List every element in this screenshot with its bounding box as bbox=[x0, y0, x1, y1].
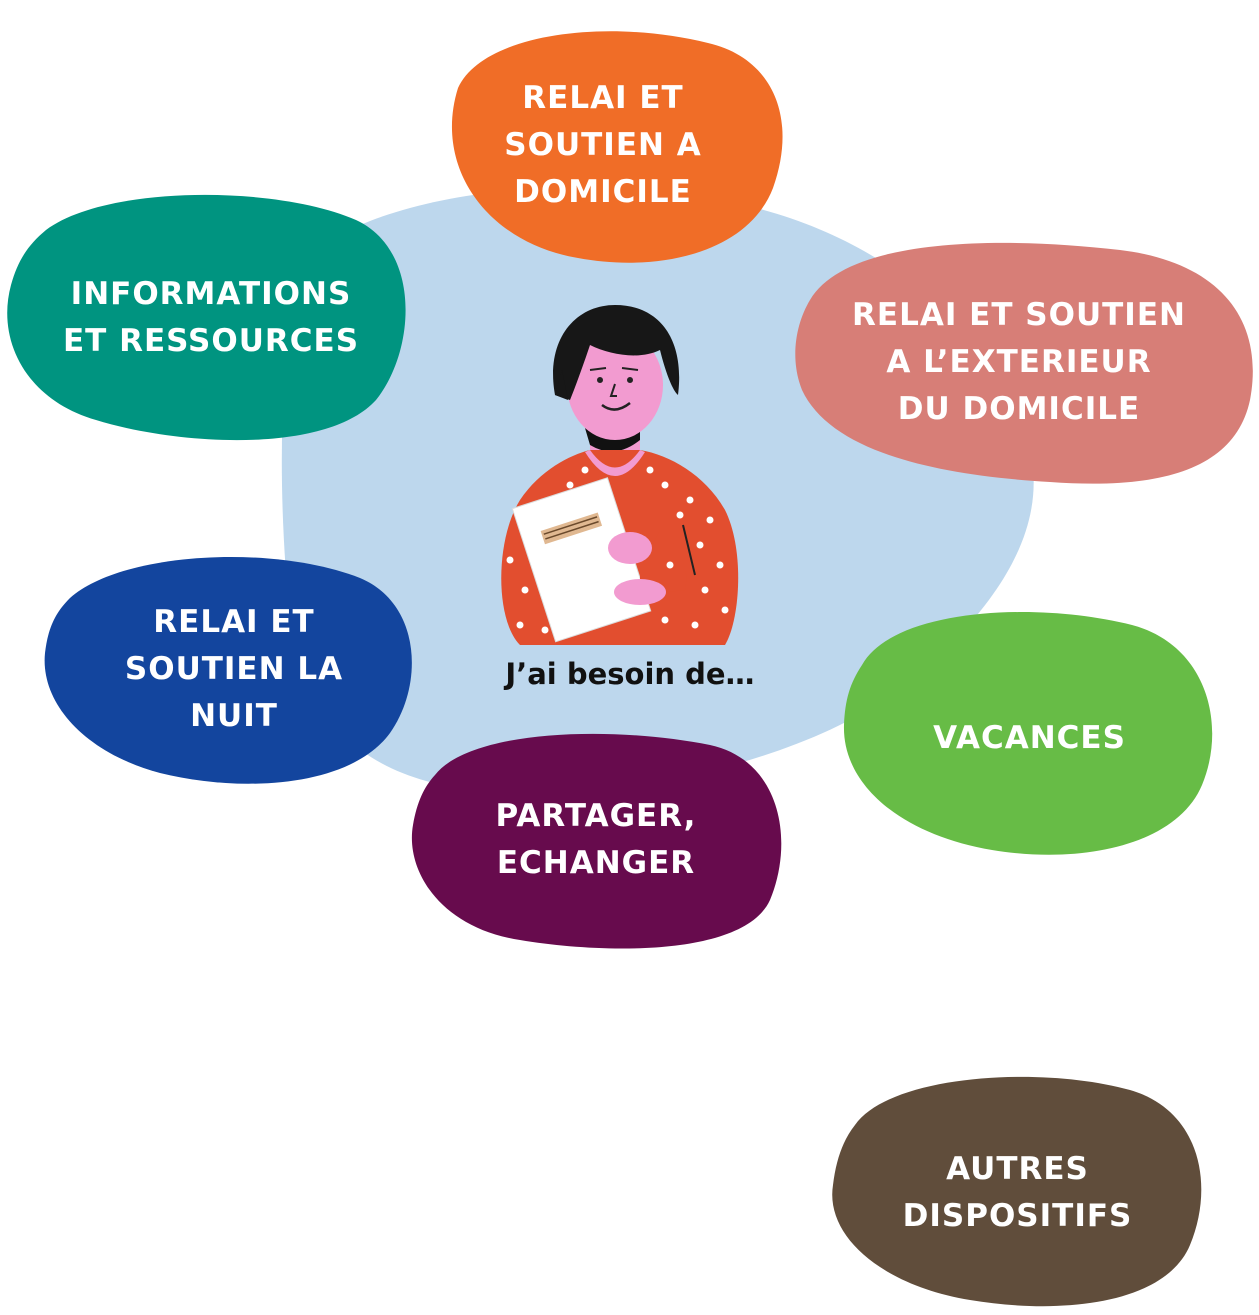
blob-shape bbox=[843, 612, 1213, 855]
option-label[interactable]: AUTRES DISPOSITIFS bbox=[902, 1150, 1133, 1234]
blob-shape bbox=[7, 194, 406, 441]
option-vacances[interactable]: VACANCES bbox=[842, 605, 1217, 860]
blob-shape bbox=[832, 1076, 1202, 1307]
option-relai-nuit[interactable]: RELAI ET SOUTIEN LA NUIT bbox=[40, 553, 418, 785]
option-label[interactable]: RELAI ET SOUTIEN LA NUIT bbox=[124, 603, 344, 734]
option-partager[interactable]: PARTAGER, ECHANGER bbox=[410, 730, 782, 950]
blob-shape bbox=[451, 31, 783, 263]
option-informations[interactable]: INFORMATIONS ET RESSOURCES bbox=[6, 190, 411, 445]
option-relai-exterieur[interactable]: RELAI ET SOUTIEN A L’EXTERIEUR DU DOMICI… bbox=[790, 240, 1258, 485]
option-label[interactable]: VACANCES bbox=[933, 720, 1126, 756]
option-autres[interactable]: AUTRES DISPOSITIFS bbox=[830, 1075, 1205, 1310]
blob-shape bbox=[44, 556, 412, 784]
option-label[interactable]: PARTAGER, ECHANGER bbox=[495, 798, 697, 881]
blob-shape bbox=[411, 733, 782, 949]
person-holding-notebook-illustration bbox=[501, 305, 739, 645]
center-caption: J’ai besoin de… bbox=[505, 657, 755, 691]
option-label[interactable]: RELAI ET SOUTIEN A L’EXTERIEUR DU DOMICI… bbox=[852, 297, 1186, 427]
blob-shape bbox=[795, 242, 1253, 484]
option-label[interactable]: RELAI ET SOUTIEN A DOMICILE bbox=[504, 80, 702, 210]
option-label[interactable]: INFORMATIONS ET RESSOURCES bbox=[62, 275, 360, 359]
option-relai-domicile[interactable]: RELAI ET SOUTIEN A DOMICILE bbox=[428, 28, 788, 263]
